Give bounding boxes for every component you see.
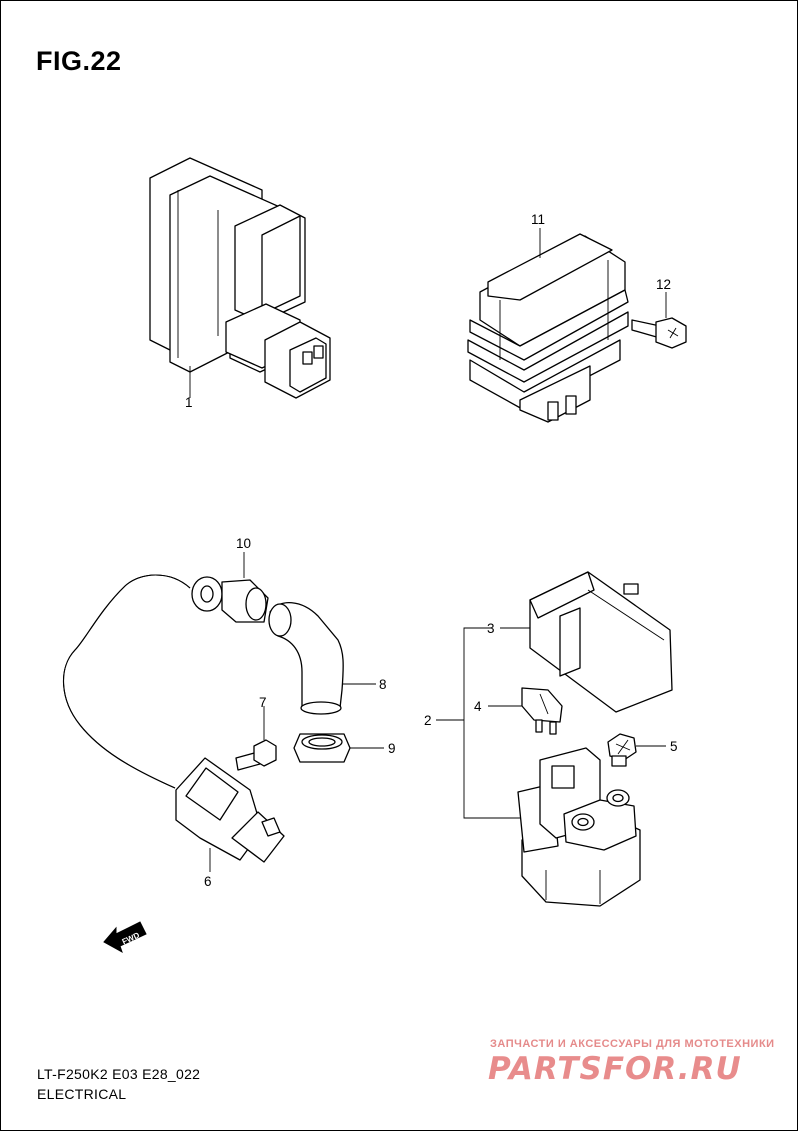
callout-12: 12	[656, 277, 671, 292]
callout-5: 5	[670, 739, 678, 754]
watermark-logo: PARTSFOR.RU	[488, 1051, 742, 1087]
callout-4: 4	[474, 699, 482, 714]
section-name: ELECTRICAL	[37, 1086, 127, 1102]
seal-part-9[interactable]	[293, 733, 384, 763]
model-code: LT-F250K2 E03 E28_022	[37, 1066, 201, 1082]
starter-relay-group-part-2	[436, 627, 530, 819]
bolt-part-12[interactable]	[631, 292, 687, 349]
watermark-tagline: ЗАПЧАСТИ И АКСЕССУАРЫ ДЛЯ МОТОТЕХНИКИ	[490, 1038, 775, 1050]
callout-9: 9	[388, 741, 396, 756]
callout-8: 8	[379, 677, 387, 692]
callout-3: 3	[487, 621, 495, 636]
callout-1: 1	[185, 395, 193, 410]
bolt-part-7[interactable]	[235, 706, 277, 771]
regulator-rectifier-part-11[interactable]	[467, 228, 629, 423]
cap-seal-part-10[interactable]	[191, 552, 269, 623]
callout-2: 2	[424, 713, 432, 728]
callout-11: 11	[531, 212, 545, 227]
callout-6: 6	[204, 874, 212, 889]
relay-cover-part-3[interactable]	[529, 571, 673, 713]
callout-10: 10	[236, 536, 251, 551]
figure-title: FIG.22	[36, 46, 122, 76]
starter-relay-body[interactable]	[517, 747, 641, 907]
fwd-direction-marker: FWD	[103, 921, 147, 954]
ignition-coil-part-6[interactable]	[63, 574, 285, 872]
callout-7: 7	[259, 695, 267, 710]
fuse-part-4[interactable]	[521, 687, 563, 735]
screw-part-5[interactable]	[607, 733, 666, 767]
cdi-unit-part-1[interactable]	[149, 157, 331, 399]
plug-cap-part-8[interactable]	[268, 602, 376, 715]
